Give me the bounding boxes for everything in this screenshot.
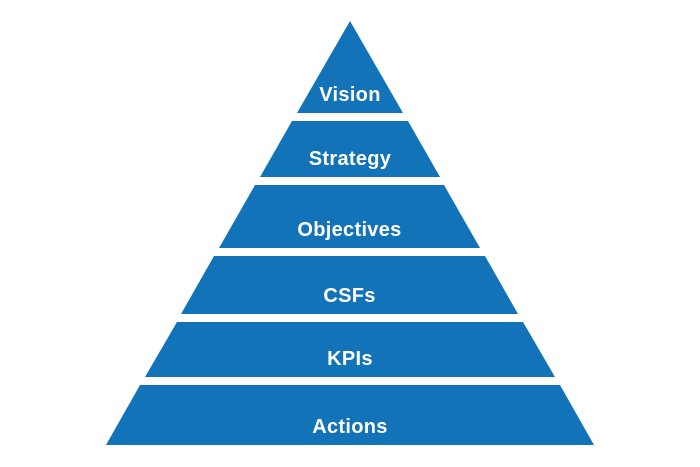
pyramid-level-label: Objectives	[297, 219, 402, 241]
pyramid-level-actions: Actions	[106, 385, 594, 445]
pyramid-level-label: KPIs	[327, 348, 373, 370]
pyramid-level-strategy: Strategy	[260, 121, 440, 177]
pyramid-level-label: Vision	[319, 84, 381, 106]
pyramid-level-label: CSFs	[323, 285, 376, 307]
pyramid-level-label: Strategy	[308, 148, 392, 170]
pyramid-level-csfs: CSFs	[181, 256, 518, 314]
pyramid-level-kpis: KPIs	[145, 322, 555, 377]
pyramid-level-objectives: Objectives	[219, 185, 480, 248]
pyramid-level-vision: Vision	[297, 21, 403, 113]
pyramid-level-label: Actions	[312, 416, 388, 438]
